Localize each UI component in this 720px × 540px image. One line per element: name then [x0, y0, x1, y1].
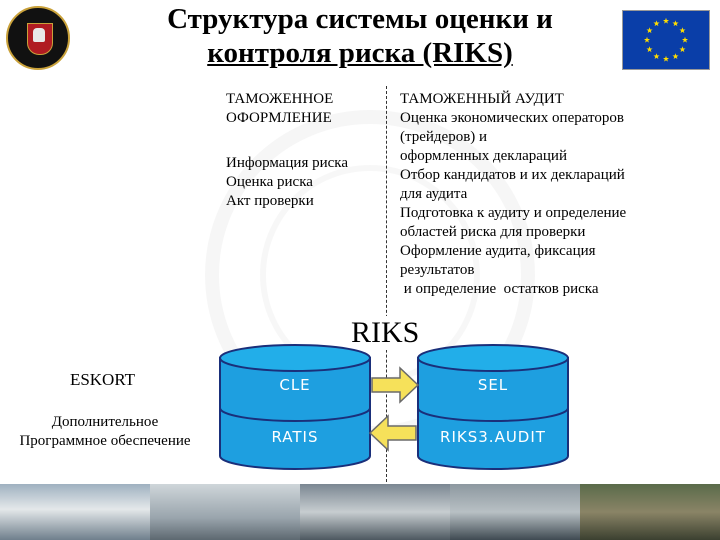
audit-line: областей риска для проверки	[400, 224, 586, 240]
audit-line: и определение остатков риска	[400, 281, 599, 297]
bottom-photo-strip	[0, 484, 720, 540]
terminal-photo	[300, 484, 450, 540]
eu-star-icon	[672, 53, 679, 60]
eu-star-icon	[646, 46, 653, 53]
list-item: Акт проверки	[226, 193, 314, 209]
customs-emblem-logo	[6, 6, 70, 70]
audit-line: для аудита	[400, 186, 468, 202]
list-item: Информация риска	[226, 155, 349, 171]
eu-star-icon	[653, 20, 660, 27]
heading-line-2: ОФОРМЛЕНИЕ	[226, 110, 332, 126]
eskort-label: ESKORT	[69, 370, 136, 389]
arrow-left-icon	[368, 414, 417, 452]
ship-photo	[0, 484, 150, 540]
customs-clearance-heading: ТАМОЖЕННОЕ ОФОРМЛЕНИЕ	[226, 90, 376, 128]
arrow-right-icon	[371, 366, 420, 404]
title-line-1: Структура системы оценки и	[167, 3, 553, 35]
audit-line: Оформление аудита, фиксация	[400, 243, 596, 259]
riks3-audit-database-label: RIKS3.AUDIT	[440, 428, 546, 446]
eu-star-icon	[672, 20, 679, 27]
truck-photo	[450, 484, 580, 540]
list-item: Оценка риска	[226, 174, 313, 190]
title-line-2: контроля риска (RIKS)	[207, 37, 513, 69]
eu-flag-logo	[622, 10, 710, 70]
customs-clearance-list: Информация риска Оценка риска Акт провер…	[226, 154, 386, 211]
eu-star-icon	[646, 27, 653, 34]
eu-star-icon	[679, 27, 686, 34]
eu-star-icon	[653, 53, 660, 60]
left-database-cylinder: CLE RATIS	[219, 344, 371, 470]
passport-photo	[580, 484, 720, 540]
eu-star-icon	[662, 55, 670, 62]
audit-line: оформленных деклараций	[400, 148, 567, 164]
aircraft-photo	[150, 484, 300, 540]
audit-line: результатов	[400, 262, 475, 278]
eu-star-icon	[662, 17, 670, 24]
sel-database-label: SEL	[478, 376, 508, 394]
audit-line: Подготовка к аудиту и определение	[400, 205, 627, 221]
cle-database-label: CLE	[279, 376, 310, 394]
eu-stars-icon	[643, 17, 689, 62]
additional-software-line-1: Дополнительное	[51, 414, 159, 430]
customs-audit-block: ТАМОЖЕННЫЙ АУДИТ Оценка экономических оп…	[400, 90, 700, 299]
heading-line-1: ТАМОЖЕННОЕ	[226, 91, 334, 107]
riks-label: RIKS	[349, 316, 422, 350]
eu-star-icon	[679, 46, 686, 53]
audit-line: Оценка экономических операторов	[400, 110, 624, 126]
slide-title: Структура системы оценки и контроля риск…	[110, 2, 610, 70]
audit-line: Отбор кандидатов и их деклараций	[400, 167, 625, 183]
additional-software-line-2: Программное обеспечение	[19, 433, 191, 449]
ratis-database-label: RATIS	[271, 428, 318, 446]
knight-icon	[33, 28, 45, 42]
right-database-cylinder: SEL RIKS3.AUDIT	[417, 344, 569, 470]
eu-star-icon	[681, 36, 689, 43]
audit-line: (трейдеров) и	[400, 129, 488, 145]
customs-audit-heading: ТАМОЖЕННЫЙ АУДИТ	[400, 91, 564, 107]
column-divider	[386, 86, 387, 482]
additional-software-label: Дополнительное Программное обеспечение	[0, 413, 210, 451]
eu-star-icon	[643, 36, 651, 43]
